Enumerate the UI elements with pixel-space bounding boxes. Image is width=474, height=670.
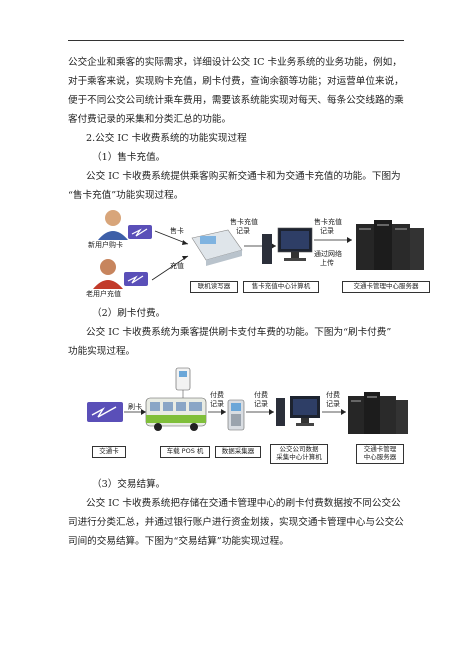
arrow-recharge — [151, 255, 189, 281]
mgmt-server-box-line1: 交通卡管理 — [363, 445, 397, 453]
pc-box: 售卡充值中心计算机 — [243, 281, 319, 293]
card-reader-icon — [191, 229, 243, 266]
new-user-icon — [98, 210, 128, 240]
pos-device-icon — [175, 367, 191, 398]
record2-line1: 售卡充值 — [314, 218, 342, 226]
pay3-line1: 付费 — [326, 391, 340, 399]
para1-line3: 便于不同公交公司统计乘车费用，需要该系统能实现对每天、每条公交线路的乘 — [68, 95, 404, 106]
old-user-icon — [93, 259, 123, 289]
data-collector-icon — [227, 399, 245, 431]
card-icon-2 — [124, 272, 148, 286]
reader-box: 联机读写器 — [190, 281, 238, 293]
arrow-sell — [154, 230, 189, 245]
pos-box: 车载 POS 机 — [160, 446, 210, 458]
pay2-line2: 记录 — [254, 400, 268, 408]
card-icon-1 — [128, 225, 152, 239]
old-user-label: 老用户充值 — [86, 290, 121, 298]
company-box-line2: 采集中心计算机 — [276, 453, 322, 461]
record2-line2: 记录 — [320, 227, 334, 235]
record1-line1: 售卡充值 — [230, 218, 258, 226]
sub2-heading: （2）刷卡付费。 — [92, 308, 166, 319]
sell-card-label: 售卡 — [170, 227, 184, 235]
company-box-line1: 公交公司数据 — [279, 445, 319, 453]
sub3-para-line2: 司进行分类汇总，并通过银行账户进行资金划拨，实现交通卡管理中心与公交公 — [68, 517, 404, 528]
company-computer-icon — [276, 396, 320, 426]
sub3-heading: （3）交易结算。 — [92, 479, 166, 490]
para1-line4: 客付费记录的采集和分类汇总的功能。 — [68, 114, 232, 125]
network-line1: 通过网络 — [314, 250, 342, 258]
sub3-para-line3: 司间的交易结算。下图为“交易结算”功能实现过程。 — [68, 536, 289, 547]
sub1-para-line1: 公交 IC 卡收费系统提供乘客购买新交通卡和为交通卡充值的功能。下图为 — [86, 171, 401, 182]
company-box: 公交公司数据 采集中心计算机 — [270, 444, 328, 464]
record1-line2: 记录 — [236, 227, 250, 235]
mgmt-server-box: 交通卡管理 中心服务器 — [356, 444, 404, 464]
pay3-line2: 记录 — [326, 400, 340, 408]
sub3-para-line1: 公交 IC 卡收费系统把存储在交通卡管理中心的刷卡付费数据按不同公交公 — [86, 498, 401, 509]
sub2-para-line1: 公交 IC 卡收费系统为乘客提供刷卡支付车费的功能。下图为“刷卡付费” — [86, 327, 392, 338]
para1-line1: 公交企业和乘客的实际需求，详细设计公交 IC 卡业务系统的业务功能，例如， — [68, 57, 402, 68]
sub2-para-line2: 功能实现过程。 — [68, 346, 136, 357]
section2-heading: 2.公交 IC 卡收费系统的功能实现过程 — [86, 133, 247, 144]
sub1-heading: （1）售卡充值。 — [92, 152, 166, 163]
header-rule — [68, 40, 404, 41]
network-line2: 上传 — [320, 259, 334, 267]
swipe-label: 刷卡 — [128, 403, 142, 411]
server-box: 交通卡管理中心服务器 — [342, 281, 430, 293]
collector-box: 数据采集器 — [215, 446, 261, 458]
transit-card-icon — [87, 402, 123, 422]
recharge-label: 充值 — [170, 262, 184, 270]
server-icon — [356, 220, 424, 270]
management-server-icon — [348, 392, 408, 434]
card-box: 交通卡 — [92, 446, 126, 458]
pay2-line1: 付费 — [254, 391, 268, 399]
pay1-line1: 付费 — [210, 391, 224, 399]
para1-line2: 对于乘客来说，实现购卡充值，刷卡付费，查询余额等功能；对运营单位来说， — [68, 76, 404, 87]
sub1-para-line2: “售卡充值”功能实现过程。 — [68, 190, 184, 201]
computer-icon — [262, 227, 313, 264]
mgmt-server-box-line2: 中心服务器 — [363, 453, 397, 461]
new-user-label: 新用户购卡 — [88, 241, 123, 249]
pay1-line2: 记录 — [210, 400, 224, 408]
bus-icon — [145, 397, 207, 431]
